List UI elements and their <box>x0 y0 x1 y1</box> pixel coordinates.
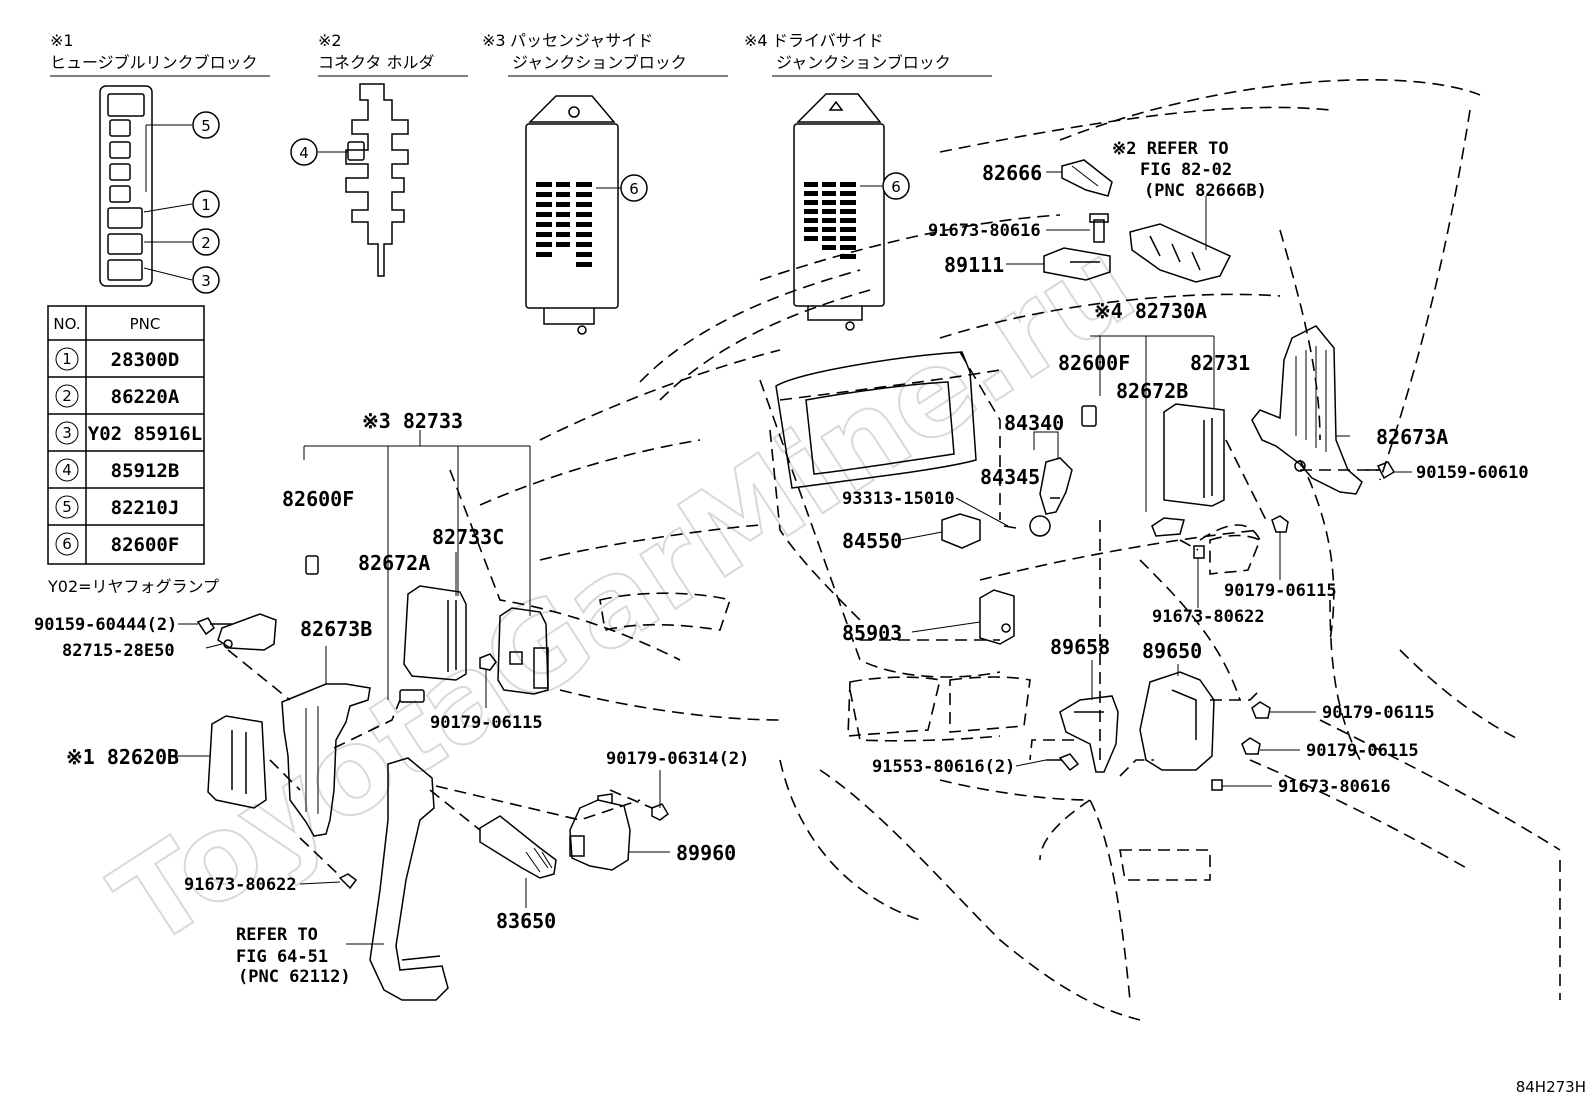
callout-1: 1 <box>192 190 220 218</box>
table-row-no: 1 <box>62 350 72 368</box>
inset4-title-b: ジャンクションブロック <box>776 53 951 72</box>
part-label: 91553-80616(2) <box>872 757 1015 777</box>
part-labels: 82666 91673-80616 89111 ※4 82730A 82600F… <box>34 161 1529 933</box>
part-label: 82672B <box>1116 379 1188 403</box>
junction-block-fuse-grid <box>804 182 856 259</box>
inset3-mark: ※3 <box>482 31 506 50</box>
callout-6-driver: 6 <box>882 172 910 200</box>
part-label: 90179-06115 <box>430 713 543 733</box>
part-label: 90179-06314(2) <box>606 749 749 769</box>
part-label: 85903 <box>842 621 902 645</box>
part-label: 82733C <box>432 525 504 549</box>
callout-4: 4 <box>290 138 318 166</box>
table-row-pnc: 82210J <box>111 497 180 519</box>
callout-number: 4 <box>299 144 309 162</box>
part-label: 82715-28E50 <box>62 641 175 661</box>
part-label: 84550 <box>842 529 902 553</box>
inset-connector-holder: ※2 コネクタ ホルダ 4 <box>290 31 468 277</box>
inset-driver-junction-block: ※4 ドライバサイド ジャンクションブロック 6 <box>744 31 992 331</box>
table-row-no: 4 <box>62 461 72 479</box>
part-label: 89960 <box>676 841 736 865</box>
part-label: 82673A <box>1376 425 1448 449</box>
table-row-no: 2 <box>62 387 72 405</box>
table-row-pnc: 85912B <box>111 460 180 482</box>
part-label: 82600F <box>282 487 354 511</box>
refer64-line2: FIG 64-51 <box>236 947 328 967</box>
callout-number: 5 <box>201 117 211 135</box>
part-label: 90179-06115 <box>1306 741 1419 761</box>
part-label: 84340 <box>1004 411 1064 435</box>
callout-5: 5 <box>192 111 220 139</box>
part-label: 90159-60610 <box>1416 463 1529 483</box>
part-label: 82731 <box>1190 351 1250 375</box>
part-label: ※1 82620B <box>66 745 179 769</box>
part-label: 83650 <box>496 909 556 933</box>
callout-number: 2 <box>201 234 211 252</box>
inset-fusible-link-block: ※1 ヒュージブルリンクブロック 5 1 2 3 <box>50 31 270 294</box>
inset1-title: ヒュージブルリンクブロック <box>50 53 258 72</box>
table-header-no: NO. <box>53 315 80 333</box>
inset4-mark: ※4 <box>744 31 768 50</box>
refer64-line1: REFER TO <box>236 925 318 945</box>
callout-number: 6 <box>629 180 639 198</box>
part-label: 89650 <box>1142 639 1202 663</box>
callout-2: 2 <box>192 228 220 256</box>
part-label: ※3 82733 <box>362 409 463 433</box>
part-label: 93313-15010 <box>842 489 955 509</box>
table-row-pnc: 28300D <box>111 349 180 371</box>
callout-6-passenger: 6 <box>620 174 648 202</box>
table-row-pnc: 82600F <box>111 534 180 556</box>
refer82-line1: ※2 REFER TO <box>1112 139 1229 159</box>
refer-note-fig-64: REFER TO FIG 64-51 (PNC 62112) <box>236 925 351 987</box>
watermark: ToyotaGarMine.ru <box>90 213 1158 973</box>
pnc-table: NO. PNC 1 28300D 2 86220A 3 Y02 85916L 4… <box>47 305 219 596</box>
junction-block-fuse-grid <box>536 182 592 267</box>
part-label: 90159-60444(2) <box>34 615 177 635</box>
callout-number: 3 <box>201 272 211 290</box>
refer82-line3: (PNC 82666B) <box>1144 181 1267 201</box>
part-label: 82600F <box>1058 351 1130 375</box>
inset-passenger-junction-block: ※3 パッセンジャサイド ジャンクションブロック 6 <box>482 31 728 335</box>
refer64-line3: (PNC 62112) <box>238 967 351 987</box>
part-label: 91673-80616 <box>928 221 1041 241</box>
inset3-title-a: パッセンジャサイド <box>510 31 653 50</box>
table-footnote: Y02=リヤフォグランプ <box>47 577 219 596</box>
leader-lines <box>168 171 1412 945</box>
part-label: 91673-80622 <box>184 875 297 895</box>
part-label: 89111 <box>944 253 1004 277</box>
refer-note-fig-82: ※2 REFER TO FIG 82-02 (PNC 82666B) <box>1112 139 1267 201</box>
part-label: 90179-06115 <box>1224 581 1337 601</box>
inset2-mark: ※2 <box>318 31 342 50</box>
table-row-pnc: Y02 85916L <box>88 423 202 445</box>
callout-number: 6 <box>891 178 901 196</box>
part-label: 82673B <box>300 617 372 641</box>
part-label: 91673-80616 <box>1278 777 1391 797</box>
part-label: ※4 82730A <box>1094 299 1207 323</box>
callout-number: 1 <box>201 196 211 214</box>
part-art <box>196 159 1396 1001</box>
part-label: 89658 <box>1050 635 1110 659</box>
part-label: 91673-80622 <box>1152 607 1265 627</box>
dashboard-outline <box>449 79 1561 1021</box>
refer82-line2: FIG 82-02 <box>1140 160 1232 180</box>
part-label: 90179-06115 <box>1322 703 1435 723</box>
table-row-pnc: 86220A <box>111 386 180 408</box>
inset4-title-a: ドライバサイド <box>772 31 884 50</box>
inset1-mark: ※1 <box>50 31 74 50</box>
table-row-no: 5 <box>62 498 72 516</box>
callout-3: 3 <box>192 266 220 294</box>
table-row-no: 6 <box>62 535 72 553</box>
inset2-title: コネクタ ホルダ <box>318 53 434 72</box>
figure-code: 84H273H <box>1516 1078 1586 1096</box>
part-label: 82666 <box>982 161 1042 185</box>
part-label: 84345 <box>980 465 1040 489</box>
table-header-pnc: PNC <box>130 315 161 333</box>
inset3-title-b: ジャンクションブロック <box>512 53 687 72</box>
part-label: 82672A <box>358 551 430 575</box>
table-row-no: 3 <box>62 424 72 442</box>
